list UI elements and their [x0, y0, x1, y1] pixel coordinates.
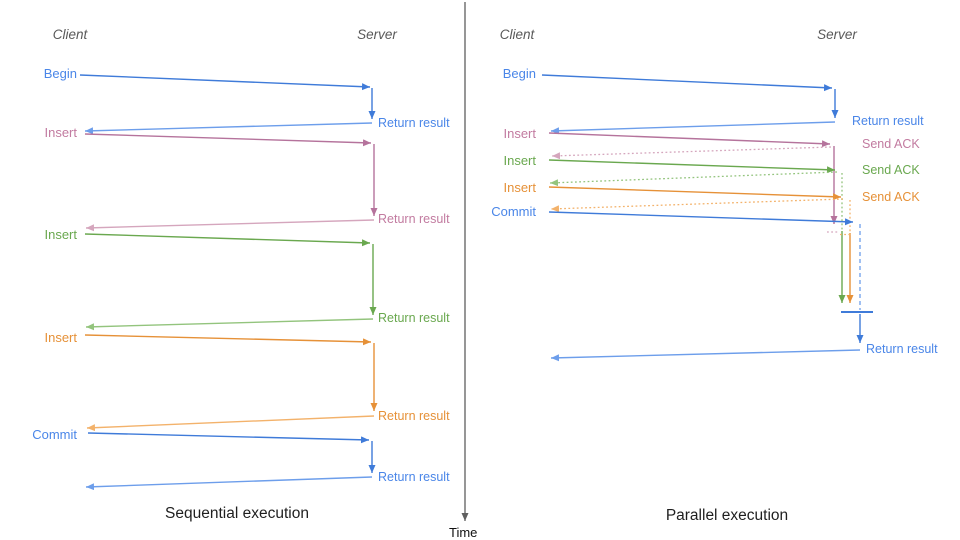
result-label: Return result	[866, 342, 938, 356]
message-insert-3: Insert Send ACK	[503, 180, 920, 303]
parallel-panel: Client Server Begin Return result Insert…	[491, 27, 938, 524]
message-insert-2: Insert Return result	[44, 227, 450, 331]
panel-title-sequential: Sequential execution	[165, 505, 309, 522]
request-arrow	[84, 233, 371, 247]
ack-arrow	[549, 171, 838, 187]
response-arrow	[84, 122, 373, 135]
result-label: Return result	[378, 311, 450, 325]
time-axis-label: Time	[449, 525, 477, 540]
message-insert-1: Insert Return result	[44, 125, 450, 232]
message-insert-2: Insert Send ACK	[503, 153, 920, 303]
request-arrow	[84, 334, 372, 346]
response-arrow	[85, 318, 374, 331]
message-commit: Commit Return result	[32, 427, 450, 491]
client-header: Client	[53, 27, 89, 42]
op-label: Begin	[503, 66, 536, 81]
message-begin: Begin Return result	[44, 66, 450, 135]
request-arrow	[541, 74, 833, 92]
op-label: Begin	[44, 66, 77, 81]
ack-arrow	[551, 146, 832, 160]
response-arrow	[86, 415, 375, 432]
request-arrow	[84, 133, 372, 147]
server-header: Server	[817, 27, 857, 42]
response-arrow	[85, 219, 375, 232]
op-label: Insert	[503, 180, 536, 195]
request-arrow	[548, 159, 836, 174]
result-label: Return result	[378, 116, 450, 130]
client-header: Client	[500, 27, 536, 42]
request-arrow	[548, 186, 842, 201]
op-label: Insert	[44, 330, 77, 345]
result-label: Return result	[852, 114, 924, 128]
message-begin: Begin Return result	[503, 66, 924, 135]
sequential-panel: Client Server Begin Return result Insert…	[32, 27, 450, 522]
request-arrow	[548, 211, 854, 226]
op-label: Insert	[503, 153, 536, 168]
op-label: Insert	[44, 125, 77, 140]
message-commit: Commit Return result	[491, 204, 938, 362]
panel-title-parallel: Parallel execution	[666, 507, 788, 524]
request-arrow	[87, 432, 370, 444]
request-arrow	[79, 74, 371, 91]
op-label: Commit	[32, 427, 77, 442]
response-arrow	[550, 121, 836, 135]
response-arrow	[550, 349, 861, 362]
result-label: Return result	[378, 470, 450, 484]
response-arrow	[85, 476, 373, 491]
result-label: Return result	[378, 409, 450, 423]
message-insert-3: Insert Return result	[44, 330, 450, 432]
ack-label: Send ACK	[862, 163, 920, 177]
op-label: Commit	[491, 204, 536, 219]
time-axis: Time	[449, 2, 477, 540]
op-label: Insert	[44, 227, 77, 242]
ack-label: Send ACK	[862, 190, 920, 204]
ack-arrow	[550, 198, 844, 213]
server-header: Server	[357, 27, 397, 42]
result-label: Return result	[378, 212, 450, 226]
message-insert-1: Insert Send ACK	[503, 126, 920, 224]
request-arrow	[548, 132, 831, 148]
ack-label: Send ACK	[862, 137, 920, 151]
op-label: Insert	[503, 126, 536, 141]
